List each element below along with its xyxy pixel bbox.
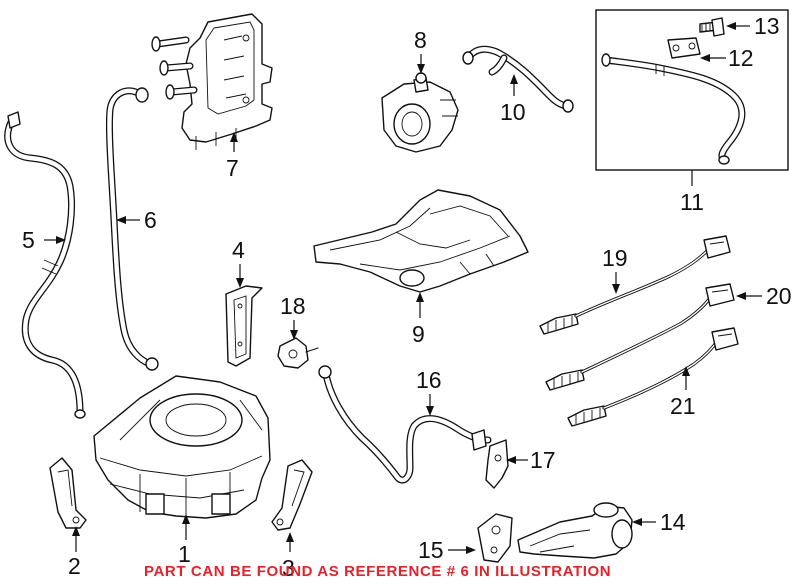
part-18-clip xyxy=(277,337,319,369)
part-3-bracket xyxy=(271,459,313,531)
callout-8: 8 xyxy=(414,27,427,53)
callout-17: 17 xyxy=(530,447,556,473)
part-17-clamp xyxy=(485,439,509,489)
callout-6: 6 xyxy=(144,207,157,233)
leader-lines xyxy=(44,22,762,554)
callout-13: 13 xyxy=(754,13,780,39)
part-15-gasket xyxy=(477,513,513,563)
callout-labels: 1 2 3 4 5 6 7 8 9 10 11 12 13 14 15 16 1… xyxy=(22,13,792,581)
callout-5: 5 xyxy=(22,227,35,253)
callout-18: 18 xyxy=(280,293,306,319)
part-20-sensor xyxy=(545,283,735,391)
callout-3: 3 xyxy=(282,555,295,581)
callout-20: 20 xyxy=(766,283,792,309)
part-14-valve xyxy=(517,502,633,559)
callout-2: 2 xyxy=(68,553,81,579)
part-4-bracket xyxy=(225,285,263,367)
callout-7: 7 xyxy=(226,155,239,181)
part-19-sensor xyxy=(539,235,731,335)
part-1-canister xyxy=(93,375,271,519)
callout-11: 11 xyxy=(680,189,704,215)
part-5-hose xyxy=(4,111,86,419)
callout-19: 19 xyxy=(602,245,628,271)
callout-4: 4 xyxy=(232,237,245,263)
part-8-pump xyxy=(381,72,459,153)
callout-12: 12 xyxy=(728,45,754,71)
part-10-hose xyxy=(462,45,574,113)
part-21-sensor xyxy=(567,327,739,427)
part-6-hose xyxy=(105,87,159,371)
part-16-pipe xyxy=(318,365,492,484)
callout-15: 15 xyxy=(418,537,444,563)
callout-1: 1 xyxy=(178,541,191,567)
reference-note: PART CAN BE FOUND AS REFERENCE # 6 IN IL… xyxy=(144,563,611,580)
callout-21: 21 xyxy=(670,393,696,419)
part-9-heat-shield xyxy=(313,189,529,293)
callout-16: 16 xyxy=(416,367,442,393)
callout-14: 14 xyxy=(660,509,686,535)
part-2-bracket xyxy=(49,457,87,529)
callout-10: 10 xyxy=(500,99,526,125)
callout-9: 9 xyxy=(412,321,425,347)
part-7-valve-bracket xyxy=(151,13,273,150)
